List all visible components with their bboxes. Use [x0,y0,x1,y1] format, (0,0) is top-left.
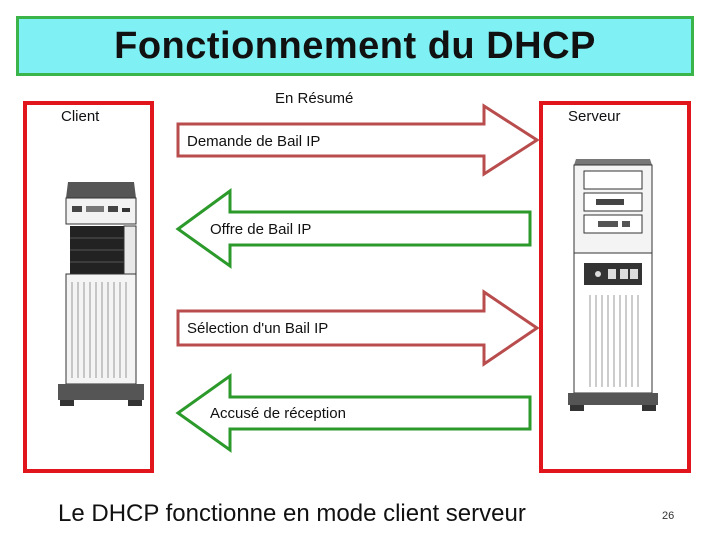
slide-title: Fonctionnement du DHCP [114,24,596,67]
client-frame [23,101,154,473]
summary-label: En Résumé [275,90,354,107]
page-number: 26 [662,510,675,522]
arrow-label-request: Demande de Bail IP [187,133,321,150]
server-frame [539,101,691,473]
arrow-offer [175,188,532,269]
arrow-label-acknowledge: Accusé de réception [210,405,346,422]
footer-caption: Le DHCP fonctionne en mode client serveu… [58,500,526,527]
server-label: Serveur [568,108,621,125]
title-banner: Fonctionnement du DHCP [16,16,694,76]
arrow-label-offer: Offre de Bail IP [210,221,312,238]
client-label: Client [61,108,100,125]
client-computer-icon [58,182,144,406]
arrow-label-selection: Sélection d'un Bail IP [187,320,329,337]
arrow-request [176,103,540,177]
arrow-selection [176,289,540,367]
server-computer-icon [568,159,658,411]
arrow-acknowledge [175,373,532,453]
